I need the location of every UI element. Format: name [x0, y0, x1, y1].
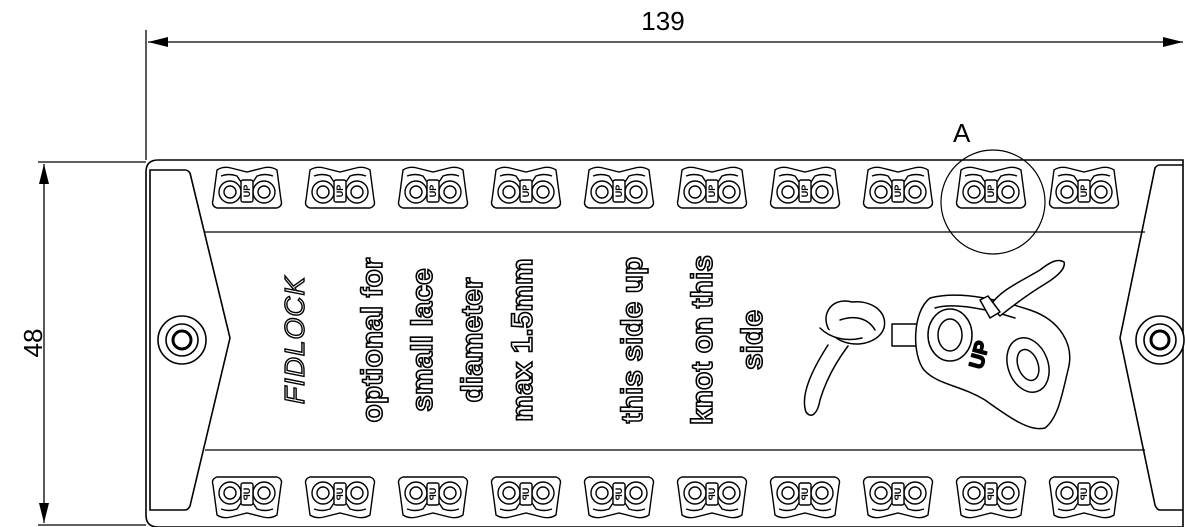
- clip-row-bottom: UP UP UP UP UP UP UP UP UP UP: [211, 476, 1120, 519]
- height-dimension: 48: [18, 161, 146, 526]
- lace-clip: UP: [211, 166, 283, 209]
- clip-up-text: UP: [614, 185, 624, 198]
- clip-up-text: UP: [614, 488, 624, 501]
- lace-clip: UP: [769, 166, 841, 209]
- label-knot-1: knot on this: [686, 255, 719, 425]
- clip-up-text: UP: [986, 185, 996, 198]
- width-dimension: 139: [145, 6, 1183, 160]
- lace-strip: [145, 159, 1184, 527]
- lace-clip: UP: [490, 166, 562, 209]
- lace-clip: UP: [955, 476, 1027, 519]
- lace-clip: UP: [397, 476, 469, 519]
- label-optional-2: small lace: [406, 268, 439, 411]
- label-optional-4: max 1.5mm: [506, 258, 539, 421]
- clip-up-text: UP: [800, 488, 810, 501]
- brand-text: FIDLOCK: [279, 276, 310, 405]
- right-mount-hole: [1135, 315, 1185, 365]
- clip-up-text: UP: [428, 185, 438, 198]
- clip-up-text: UP: [1079, 488, 1089, 501]
- lace-clip: UP: [1048, 476, 1120, 519]
- clip-up-text: UP: [893, 488, 903, 501]
- lace-clip: UP: [583, 166, 655, 209]
- clip-up-text: UP: [335, 185, 345, 198]
- detail-marker-label: A: [953, 118, 971, 148]
- clip-up-text: UP: [707, 488, 717, 501]
- clip-up-text: UP: [1079, 185, 1089, 198]
- lace-illustration: UP: [803, 259, 1071, 430]
- lace-clip: UP: [862, 476, 934, 519]
- clip-up-text: UP: [893, 185, 903, 198]
- lace-clip: UP: [211, 476, 283, 519]
- clip-up-text: UP: [335, 488, 345, 501]
- clip-up-text: UP: [428, 488, 438, 501]
- lace-clip: UP: [583, 476, 655, 519]
- clip-up-text: UP: [986, 488, 996, 501]
- clip-up-text: UP: [521, 185, 531, 198]
- detail-callout: A: [940, 118, 1046, 255]
- clip-up-text: UP: [242, 488, 252, 501]
- clip-up-text: UP: [707, 185, 717, 198]
- clip-up-text: UP: [242, 185, 252, 198]
- lace-clip: UP: [304, 476, 376, 519]
- labels-group: optional for small lace diameter max 1.5…: [355, 254, 770, 426]
- lace-clip: UP: [676, 476, 748, 519]
- lace-clip: UP: [490, 476, 562, 519]
- lace-clip: UP: [862, 166, 934, 209]
- lace-clip: UP: [1048, 166, 1120, 209]
- lace-clip: UP: [676, 166, 748, 209]
- label-side-up: this side up: [616, 257, 649, 424]
- label-optional-1: optional for: [356, 257, 389, 422]
- clip-row-top: UP UP UP UP UP UP UP UP UP UP: [211, 166, 1120, 209]
- lace-clip: UP: [304, 166, 376, 209]
- label-knot-2: side: [736, 310, 769, 370]
- clip-up-text: UP: [521, 488, 531, 501]
- width-label: 139: [641, 6, 684, 36]
- right-end-panel: [1119, 164, 1183, 511]
- clip-up-text: UP: [800, 185, 810, 198]
- left-end-panel: [149, 169, 231, 511]
- lace-clip: UP: [769, 476, 841, 519]
- lace-clip: UP: [955, 166, 1027, 209]
- lace-clip: UP: [397, 166, 469, 209]
- label-optional-3: diameter: [456, 277, 489, 402]
- left-mount-hole: [157, 315, 207, 365]
- illustration-up-text: UP: [966, 339, 994, 372]
- height-label: 48: [18, 329, 48, 358]
- brand-logo: FIDLOCK: [278, 275, 310, 405]
